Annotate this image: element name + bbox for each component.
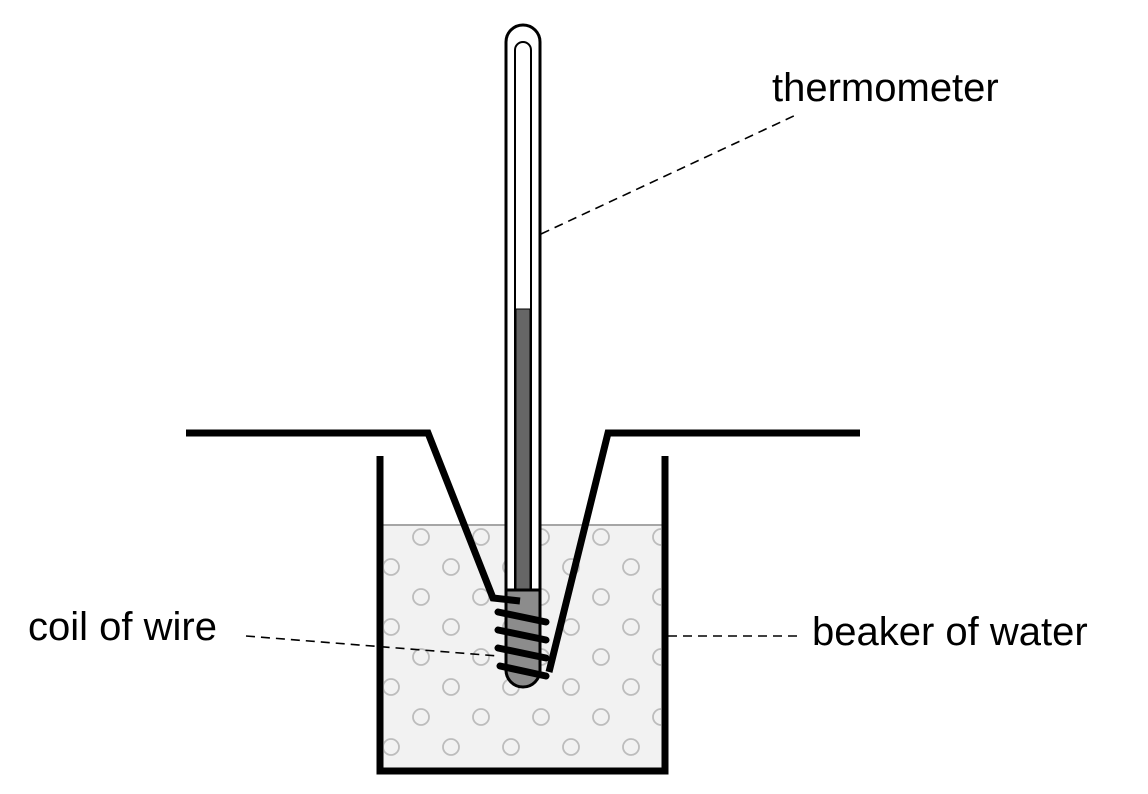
bubble [384,558,400,576]
coil-lead-right [545,429,860,673]
bubble [592,648,610,666]
bubble [652,528,661,546]
bubble [384,738,400,756]
bubble [472,708,490,726]
bubble [622,738,640,756]
bubble [412,648,430,666]
bubble [562,678,580,696]
bubble [472,648,490,666]
bubble [652,588,661,606]
bubble [652,708,661,726]
coil-of-wire [186,429,860,680]
bubble [622,558,640,576]
bubble [412,528,430,546]
bubble [592,528,610,546]
bubble [592,708,610,726]
bubble [652,648,661,666]
beaker-of-water-label: beaker of water [812,610,1088,654]
bubble [442,558,460,576]
bubble [622,618,640,636]
bubble [622,678,640,696]
bubble [442,618,460,636]
thermometer-label: thermometer [772,66,999,110]
bubble [384,678,400,696]
bubble [532,708,550,726]
thermometer [504,23,542,689]
coil-leader [245,635,499,657]
coil-of-wire-label: coil of wire [28,605,217,649]
bubble [442,678,460,696]
thermometer-leader [540,113,799,235]
bubble [442,738,460,756]
coil-lead-left [186,429,521,605]
beaker [376,456,669,775]
coil-turn [494,626,550,644]
bubble [472,528,490,546]
coil-turn [494,644,550,662]
bubble [592,588,610,606]
mercury-column [515,308,531,600]
bubble [562,738,580,756]
bubble [502,738,520,756]
bubble [412,708,430,726]
coil-turn [494,608,550,626]
bubble [384,618,400,636]
coil-turn [496,662,550,680]
bubble [412,588,430,606]
